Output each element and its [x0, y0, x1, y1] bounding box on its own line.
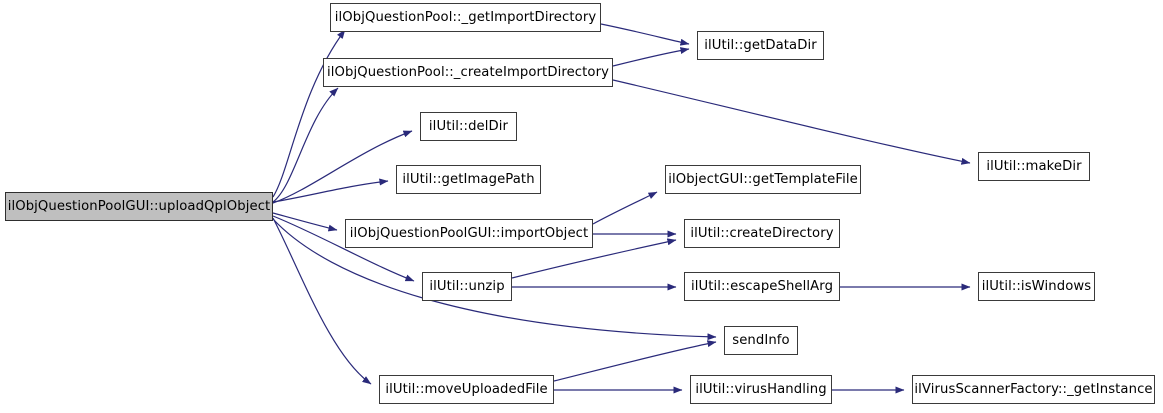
graph-node-createDirectory[interactable]: ilUtil::createDirectory: [684, 219, 840, 248]
graph-node-getDataDir[interactable]: ilUtil::getDataDir: [697, 31, 824, 60]
graph-node-label: ilObjQuestionPoolGUI::importObject: [349, 225, 589, 241]
graph-edge: [272, 130, 413, 204]
graph-node-isWindows[interactable]: ilUtil::isWindows: [978, 272, 1095, 301]
graph-node-label: ilUtil::virusHandling: [695, 381, 827, 397]
graph-node-delDir[interactable]: ilUtil::delDir: [420, 112, 517, 141]
graph-node-label: ilUtil::moveUploadedFile: [385, 381, 548, 397]
graph-node-unzip[interactable]: ilUtil::unzip: [422, 272, 512, 301]
graph-edge: [612, 79, 971, 165]
graph-node-getImagePath[interactable]: ilUtil::getImagePath: [396, 165, 541, 194]
graph-node-label: ilUtil::escapeShellArg: [690, 278, 834, 294]
graph-node-label: ilUtil::getDataDir: [704, 37, 817, 53]
graph-node-label: ilUtil::makeDir: [986, 158, 1082, 174]
graph-node-escapeShellArg[interactable]: ilUtil::escapeShellArg: [684, 272, 840, 301]
graph-edge: [272, 178, 389, 203]
graph-node-label: ilObjectGUI::getTemplateFile: [668, 171, 858, 187]
graph-node-label: ilObjQuestionPool::_getImportDirectory: [334, 9, 597, 25]
graph-edge: [272, 87, 339, 203]
graph-node-makeDir[interactable]: ilUtil::makeDir: [978, 152, 1090, 181]
graph-node-createImportDirectory[interactable]: ilObjQuestionPool::_createImportDirector…: [323, 58, 613, 87]
graph-node-getTemplateFile[interactable]: ilObjectGUI::getTemplateFile: [665, 165, 861, 194]
graph-node-moveUploadedFile[interactable]: ilUtil::moveUploadedFile: [379, 375, 554, 404]
graph-node-label: ilVirusScannerFactory::_getInstance: [914, 381, 1153, 397]
graph-node-getInstance[interactable]: ilVirusScannerFactory::_getInstance: [912, 375, 1155, 404]
graph-node-virusHandling[interactable]: ilUtil::virusHandling: [690, 375, 832, 404]
graph-node-label: sendInfo: [732, 332, 790, 348]
graph-node-sendInfo[interactable]: sendInfo: [724, 326, 798, 355]
graph-edge: [612, 47, 690, 67]
graph-edge: [272, 29, 346, 198]
graph-edge: [592, 191, 658, 225]
graph-node-importObject[interactable]: ilObjQuestionPoolGUI::importObject: [345, 219, 593, 248]
graph-edge: [272, 212, 338, 232]
graph-node-label: ilObjQuestionPoolGUI::uploadQplObject: [7, 198, 271, 214]
graph-node-uploadQplObject[interactable]: ilObjQuestionPoolGUI::uploadQplObject: [5, 192, 273, 221]
graph-node-label: ilUtil::unzip: [429, 278, 505, 294]
graph-node-label: ilUtil::delDir: [428, 118, 509, 134]
graph-node-label: ilUtil::getImagePath: [402, 171, 535, 187]
graph-node-getImportDirectory[interactable]: ilObjQuestionPool::_getImportDirectory: [330, 3, 601, 32]
graph-edge: [600, 23, 690, 46]
graph-node-label: ilUtil::createDirectory: [690, 225, 834, 241]
graph-node-label: ilObjQuestionPool::_createImportDirector…: [327, 64, 609, 80]
graph-node-label: ilUtil::isWindows: [981, 278, 1092, 294]
